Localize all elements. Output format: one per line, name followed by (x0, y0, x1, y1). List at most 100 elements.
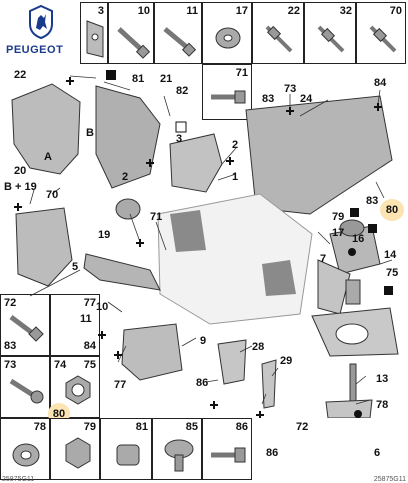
bush-19-part (115, 198, 141, 220)
callout-9[interactable]: 9 (200, 335, 207, 347)
callout-71[interactable]: 71 (150, 211, 163, 223)
callout-83a[interactable]: 83 (262, 93, 275, 105)
part-cell-70[interactable]: 70 (356, 2, 406, 64)
callout-11[interactable]: 11 (80, 313, 92, 325)
stud-icon (317, 25, 345, 53)
callout-28[interactable]: 28 (252, 341, 265, 353)
part-number: 17 (235, 5, 248, 17)
part-number: 77 (83, 297, 96, 309)
part-number: 75 (83, 359, 96, 371)
bolt-icon (163, 27, 197, 57)
callout-83b[interactable]: 83 (366, 195, 379, 207)
part-number: 70 (389, 5, 402, 17)
part-cell-22[interactable]: 22 (252, 2, 304, 64)
callout-3[interactable]: 3 (176, 133, 183, 145)
part-cell-77[interactable]: 77 84 (50, 294, 100, 356)
part-cell-73[interactable]: 73 (0, 356, 50, 418)
stud-icon (265, 25, 293, 53)
part-cell-81[interactable]: 81 (100, 418, 152, 480)
callout-10[interactable]: 10 (96, 301, 109, 313)
callout-72[interactable]: 72 (296, 421, 309, 433)
part-number: 84 (83, 340, 96, 352)
lion-logo-icon (29, 4, 53, 40)
callout-2a[interactable]: 2 (122, 171, 129, 183)
bracket-part-icon (86, 20, 104, 58)
screw-icon (9, 378, 44, 404)
rod-5-part (83, 253, 161, 291)
callout-81[interactable]: 81 (132, 73, 145, 85)
callout-21[interactable]: 21 (160, 73, 173, 85)
bolt-icon (211, 90, 246, 104)
bolt-icon (117, 27, 151, 59)
mount-1-part (169, 133, 223, 193)
part-cell-85[interactable]: 85 (152, 418, 202, 480)
highlight-callout-80-right[interactable]: 80 (380, 199, 404, 221)
part-cell-3[interactable]: 3 (80, 2, 108, 64)
part-number: 71 (235, 67, 248, 79)
part-number: 72 (4, 297, 17, 309)
bolt-icon (9, 315, 44, 342)
callout-5[interactable]: 5 (72, 261, 79, 273)
part-cell-32[interactable]: 32 (304, 2, 356, 64)
callout-6[interactable]: 6 (374, 447, 381, 459)
callout-77[interactable]: 77 (114, 379, 127, 391)
part-cell-86[interactable]: 86 (202, 418, 252, 480)
callout-22[interactable]: 22 (14, 69, 27, 81)
part-cell-71[interactable]: 71 (202, 64, 252, 120)
callout-73[interactable]: 73 (284, 83, 297, 95)
footer-code-right: 25875G11 (373, 476, 406, 483)
exploded-diagram (11, 70, 399, 418)
part-number: 10 (137, 5, 150, 17)
part-cell-79[interactable]: 79 (50, 418, 100, 480)
callout-86b[interactable]: 86 (266, 447, 279, 459)
callout-79[interactable]: 79 (332, 211, 345, 223)
callout-82[interactable]: 82 (176, 85, 189, 97)
callout-75[interactable]: 75 (386, 267, 399, 279)
callout-7[interactable]: 7 (320, 253, 327, 265)
callout-1[interactable]: 1 (232, 171, 239, 183)
callout-a[interactable]: A (44, 151, 52, 163)
washer-icon (215, 27, 241, 49)
nut-icon (65, 375, 91, 405)
bolt-icon (211, 447, 246, 463)
bracket-21-part (95, 85, 161, 189)
part-number: 78 (33, 421, 46, 433)
bracket-b-part (11, 83, 81, 175)
part-number: 3 (97, 5, 104, 17)
stud-icon (369, 25, 397, 53)
callout-70[interactable]: 70 (46, 189, 59, 201)
callout-b-plus-19[interactable]: B + 19 (4, 181, 37, 193)
part-number: 32 (339, 5, 352, 17)
callout-2b[interactable]: 2 (232, 139, 239, 151)
shield-24-part (245, 95, 393, 215)
part-cell-17[interactable]: 17 (202, 2, 252, 64)
mount-70-part (15, 207, 73, 287)
part-cell-78[interactable]: 78 (0, 418, 50, 480)
part-cell-74-75[interactable]: 74 75 (50, 356, 100, 418)
part-number: 81 (135, 421, 148, 433)
callout-19[interactable]: 19 (98, 229, 111, 241)
nut-icon (116, 444, 140, 466)
part-number: 74 (54, 359, 67, 371)
bracket-29-part (261, 359, 277, 409)
part-number: 73 (4, 359, 17, 371)
callout-24[interactable]: 24 (300, 93, 313, 105)
part-cell-11[interactable]: 11 (154, 2, 202, 64)
callout-b[interactable]: B (86, 127, 94, 139)
footer-code-left: 25875G11 (2, 476, 35, 483)
callout-78[interactable]: 78 (376, 399, 389, 411)
callout-29[interactable]: 29 (280, 355, 293, 367)
callout-20[interactable]: 20 (14, 165, 27, 177)
part-cell-10[interactable]: 10 (108, 2, 154, 64)
callout-13[interactable]: 13 (376, 373, 389, 385)
callout-16[interactable]: 16 (352, 233, 365, 245)
bracket-6-part (325, 399, 373, 418)
part-cell-72[interactable]: 72 83 (0, 294, 50, 356)
callout-17[interactable]: 17 (332, 227, 345, 239)
bracket-28-part (217, 339, 247, 385)
callout-86a[interactable]: 86 (196, 377, 209, 389)
part-number: 86 (235, 421, 248, 433)
callout-84[interactable]: 84 (374, 77, 387, 89)
callout-14[interactable]: 14 (384, 249, 397, 261)
washer-icon (12, 443, 40, 467)
